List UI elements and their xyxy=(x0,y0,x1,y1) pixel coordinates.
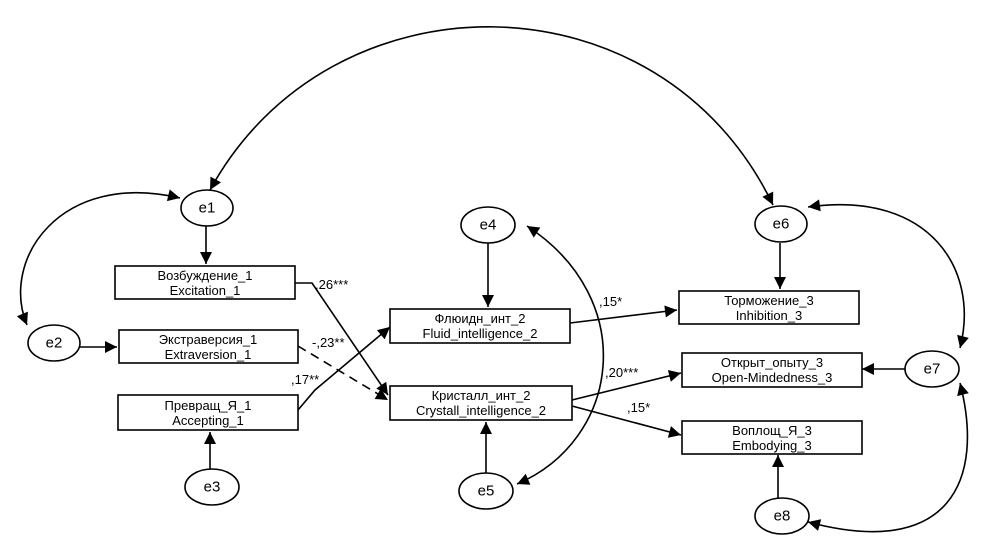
box-excitation-line1: Возбуждение_1 xyxy=(157,268,252,283)
box-embodying: Воплощ_Я_3 Embodying_3 xyxy=(681,420,863,455)
coef-extraversion-crystall: -,23** xyxy=(312,335,345,350)
coef-crystall-openness: ,20*** xyxy=(605,365,638,380)
box-extraversion-line1: Экстраверсия_1 xyxy=(159,332,258,347)
path-crystall-embodying xyxy=(571,405,682,438)
box-openness-line1: Открыт_опыту_3 xyxy=(721,355,823,370)
path-crystall-openness xyxy=(571,370,682,401)
box-extraversion-line2: Extraversion_1 xyxy=(165,347,252,362)
coef-excitation-crystall: ,26*** xyxy=(315,277,348,292)
coef-accepting-fluid: ,17** xyxy=(291,372,319,387)
path-fluid-inhibition xyxy=(569,305,678,324)
box-embodying-line1: Воплощ_Я_3 xyxy=(732,423,812,438)
box-crystall: Кристалл_инт_2 Crystall_intelligence_2 xyxy=(389,385,573,421)
covariance-e4-e5 xyxy=(516,225,605,485)
error-e2-label: e2 xyxy=(46,335,63,352)
error-e1: e1 xyxy=(180,189,234,227)
covariance-e7-e8 xyxy=(807,382,969,533)
error-e5-label: e5 xyxy=(478,483,495,500)
box-accepting-line1: Превращ_Я_1 xyxy=(165,398,252,413)
path-excitation-crystall xyxy=(295,282,389,396)
box-fluid-line1: Флюидн_инт_2 xyxy=(435,311,526,326)
error-e4-label: e4 xyxy=(480,217,497,234)
error-e6: e6 xyxy=(754,205,808,243)
error-e3: e3 xyxy=(184,468,240,506)
box-inhibition-line2: Inhibition_3 xyxy=(736,308,803,323)
coef-fluid-inhibition: ,15* xyxy=(599,294,622,309)
error-e1-label: e1 xyxy=(199,200,216,217)
error-e6-label: e6 xyxy=(773,216,790,233)
error-e8: e8 xyxy=(754,497,810,535)
box-openness: Открыт_опыту_3 Open-Mindedness_3 xyxy=(681,352,863,388)
box-inhibition: Торможение_3 Inhibition_3 xyxy=(678,290,860,325)
error-e7: e7 xyxy=(904,350,960,388)
box-excitation-line2: Excitation_1 xyxy=(170,283,241,298)
box-accepting: Превращ_Я_1 Accepting_1 xyxy=(117,394,299,431)
covariance-e1-e2 xyxy=(16,189,181,326)
path-accepting-fluid xyxy=(297,326,391,411)
box-embodying-line2: Embodying_3 xyxy=(732,438,812,453)
box-excitation: Возбуждение_1 Excitation_1 xyxy=(114,265,296,300)
box-crystall-line2: Crystall_intelligence_2 xyxy=(416,403,546,418)
error-e2: e2 xyxy=(27,324,81,362)
covariance-e1-e6 xyxy=(209,26,774,206)
path-extraversion-crystall xyxy=(297,345,389,401)
error-e5: e5 xyxy=(458,472,514,510)
error-e8-label: e8 xyxy=(774,508,791,525)
box-fluid-line2: Fluid_intelligence_2 xyxy=(423,326,538,341)
box-openness-line2: Open-Mindedness_3 xyxy=(712,370,833,385)
error-e3-label: e3 xyxy=(204,479,221,496)
error-e7-label: e7 xyxy=(924,361,941,378)
box-inhibition-line1: Торможение_3 xyxy=(724,293,813,308)
box-crystall-line1: Кристалл_инт_2 xyxy=(432,388,531,403)
error-e4: e4 xyxy=(460,206,516,244)
covariance-e6-e7 xyxy=(807,199,969,349)
box-accepting-line2: Accepting_1 xyxy=(172,413,244,428)
box-fluid: Флюидн_инт_2 Fluid_intelligence_2 xyxy=(389,308,571,344)
coef-crystall-embodying: ,15* xyxy=(627,400,650,415)
box-extraversion: Экстраверсия_1 Extraversion_1 xyxy=(118,329,299,364)
